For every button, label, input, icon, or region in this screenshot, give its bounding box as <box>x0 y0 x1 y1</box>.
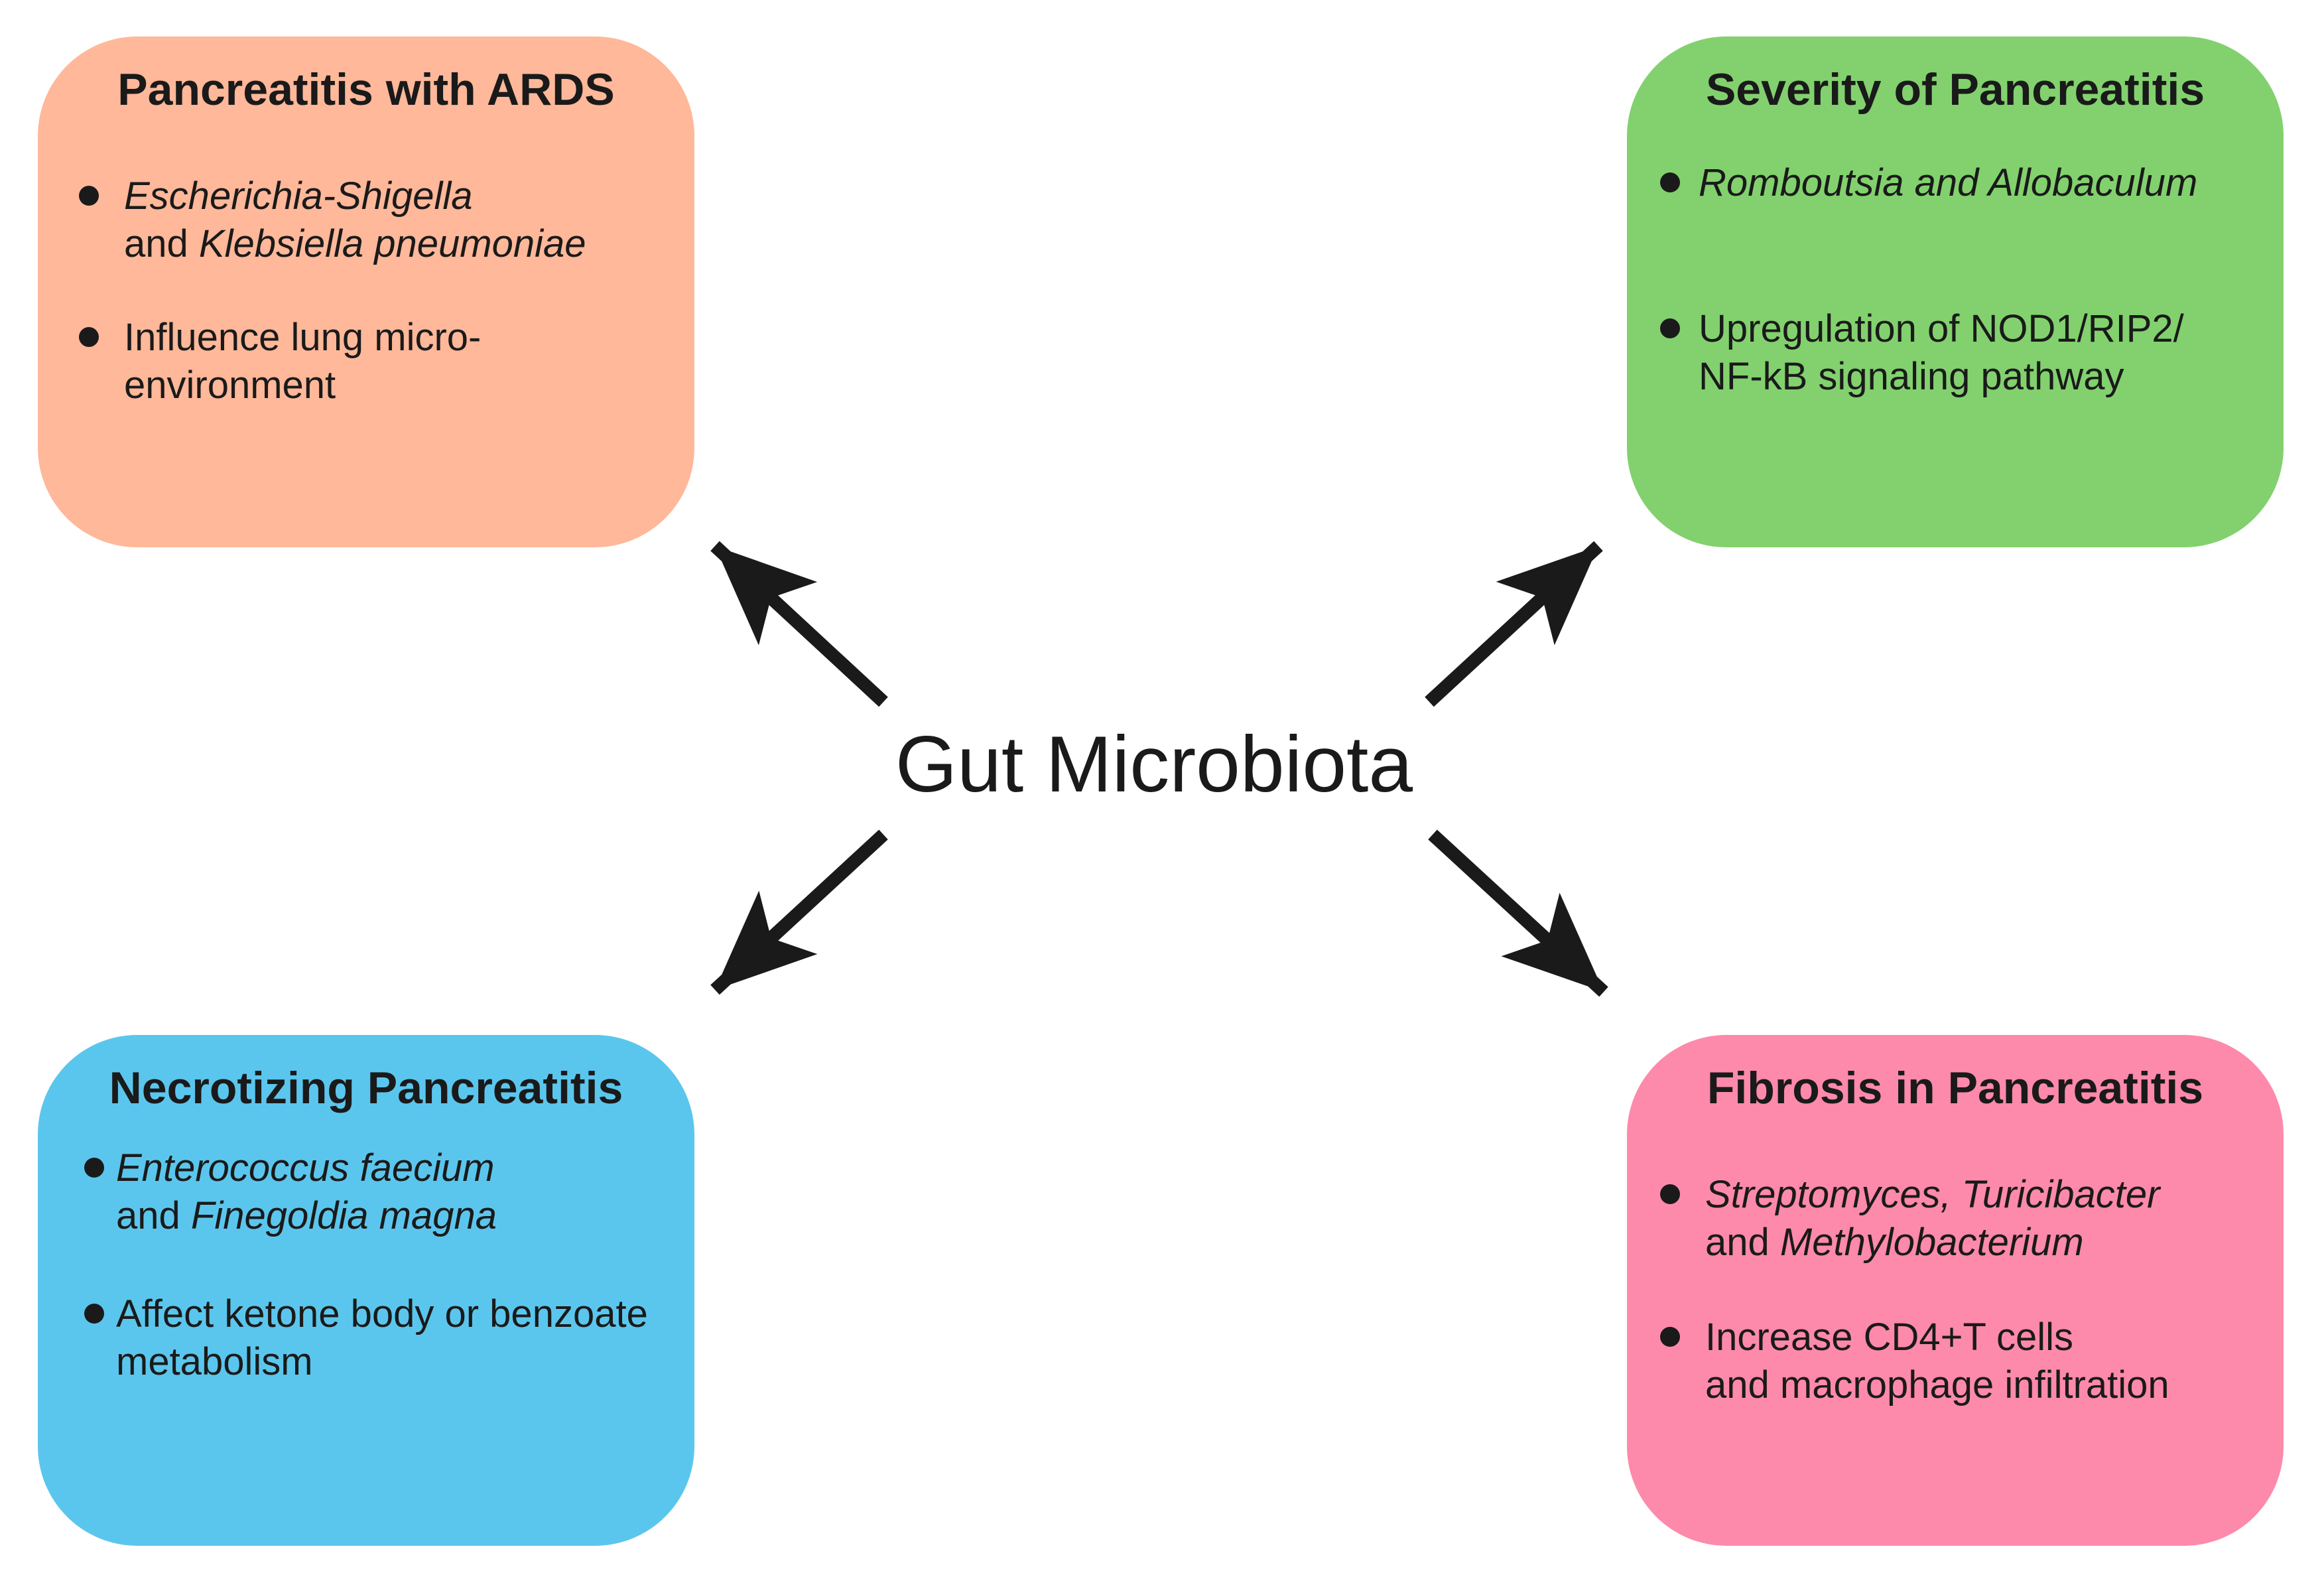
bullet-text-part: and <box>1705 1221 1780 1264</box>
bullet-text: and Klebsiella pneumoniae <box>124 220 586 268</box>
bullet-text: Escherichia-Shigella <box>124 174 473 218</box>
box-title: Necrotizing Pancreatitis <box>109 1063 623 1113</box>
bullet-text-part: Methylobacterium <box>1779 1221 2084 1264</box>
box-ards: Pancreatitis with ARDS Escherichia-Shige… <box>38 36 694 547</box>
bullet-text: and macrophage infiltration <box>1705 1363 2169 1406</box>
bullet-dot <box>1660 1184 1680 1204</box>
bullet-text: Influence lung micro- <box>124 316 482 359</box>
box-fibrosis: Fibrosis in Pancreatitis Streptomyces, T… <box>1627 1035 2284 1546</box>
bullet-dot <box>1660 1327 1680 1347</box>
arrow-to-necrotizing <box>710 829 888 995</box>
bullet-dot <box>84 1158 104 1178</box>
center-label: Gut Microbiota <box>895 720 1413 809</box>
bullet-dot <box>1660 172 1680 192</box>
bullet-text-part: Finegoldia magna <box>190 1194 497 1237</box>
bullet-text: Upregulation of NOD1/RIP2/ <box>1699 307 2184 350</box>
box-title: Pancreatitis with ARDS <box>117 64 615 115</box>
box-necrotizing: Necrotizing Pancreatitis Enterococcus fa… <box>38 1035 694 1546</box>
bullet-text: and Finegoldia magna <box>116 1192 497 1240</box>
arrow-to-ards <box>710 541 888 707</box>
bullet-text: NF-kB signaling pathway <box>1699 355 2124 398</box>
box-title: Severity of Pancreatitis <box>1705 64 2205 115</box>
bullet-text: Romboutsia and Allobaculum <box>1699 161 2198 204</box>
bullet-text: Affect ketone body or benzoate <box>116 1292 648 1335</box>
bullet-dot <box>1660 318 1680 338</box>
arrow-to-fibrosis <box>1428 829 1608 997</box>
bullet-dot <box>79 186 99 206</box>
bullet-text: Increase CD4+T cells <box>1705 1316 2073 1359</box>
bullet-text-part: and <box>124 222 199 265</box>
bullet-text: metabolism <box>116 1340 313 1383</box>
bullet-dot <box>84 1304 104 1324</box>
box-severity: Severity of Pancreatitis Romboutsia and … <box>1627 36 2284 547</box>
arrow-to-severity <box>1425 541 1603 707</box>
bullet-text-part: and <box>116 1194 191 1237</box>
bullet-text: and Methylobacterium <box>1705 1219 2084 1266</box>
bullet-dot <box>79 327 99 347</box>
bullet-text-part: Klebsiella pneumoniae <box>198 222 586 265</box>
bullet-text: Enterococcus faecium <box>116 1146 495 1190</box>
bullet-text: Streptomyces, Turicibacter <box>1705 1173 2160 1216</box>
box-title: Fibrosis in Pancreatitis <box>1707 1063 2204 1113</box>
bullet-text: environment <box>124 364 336 407</box>
